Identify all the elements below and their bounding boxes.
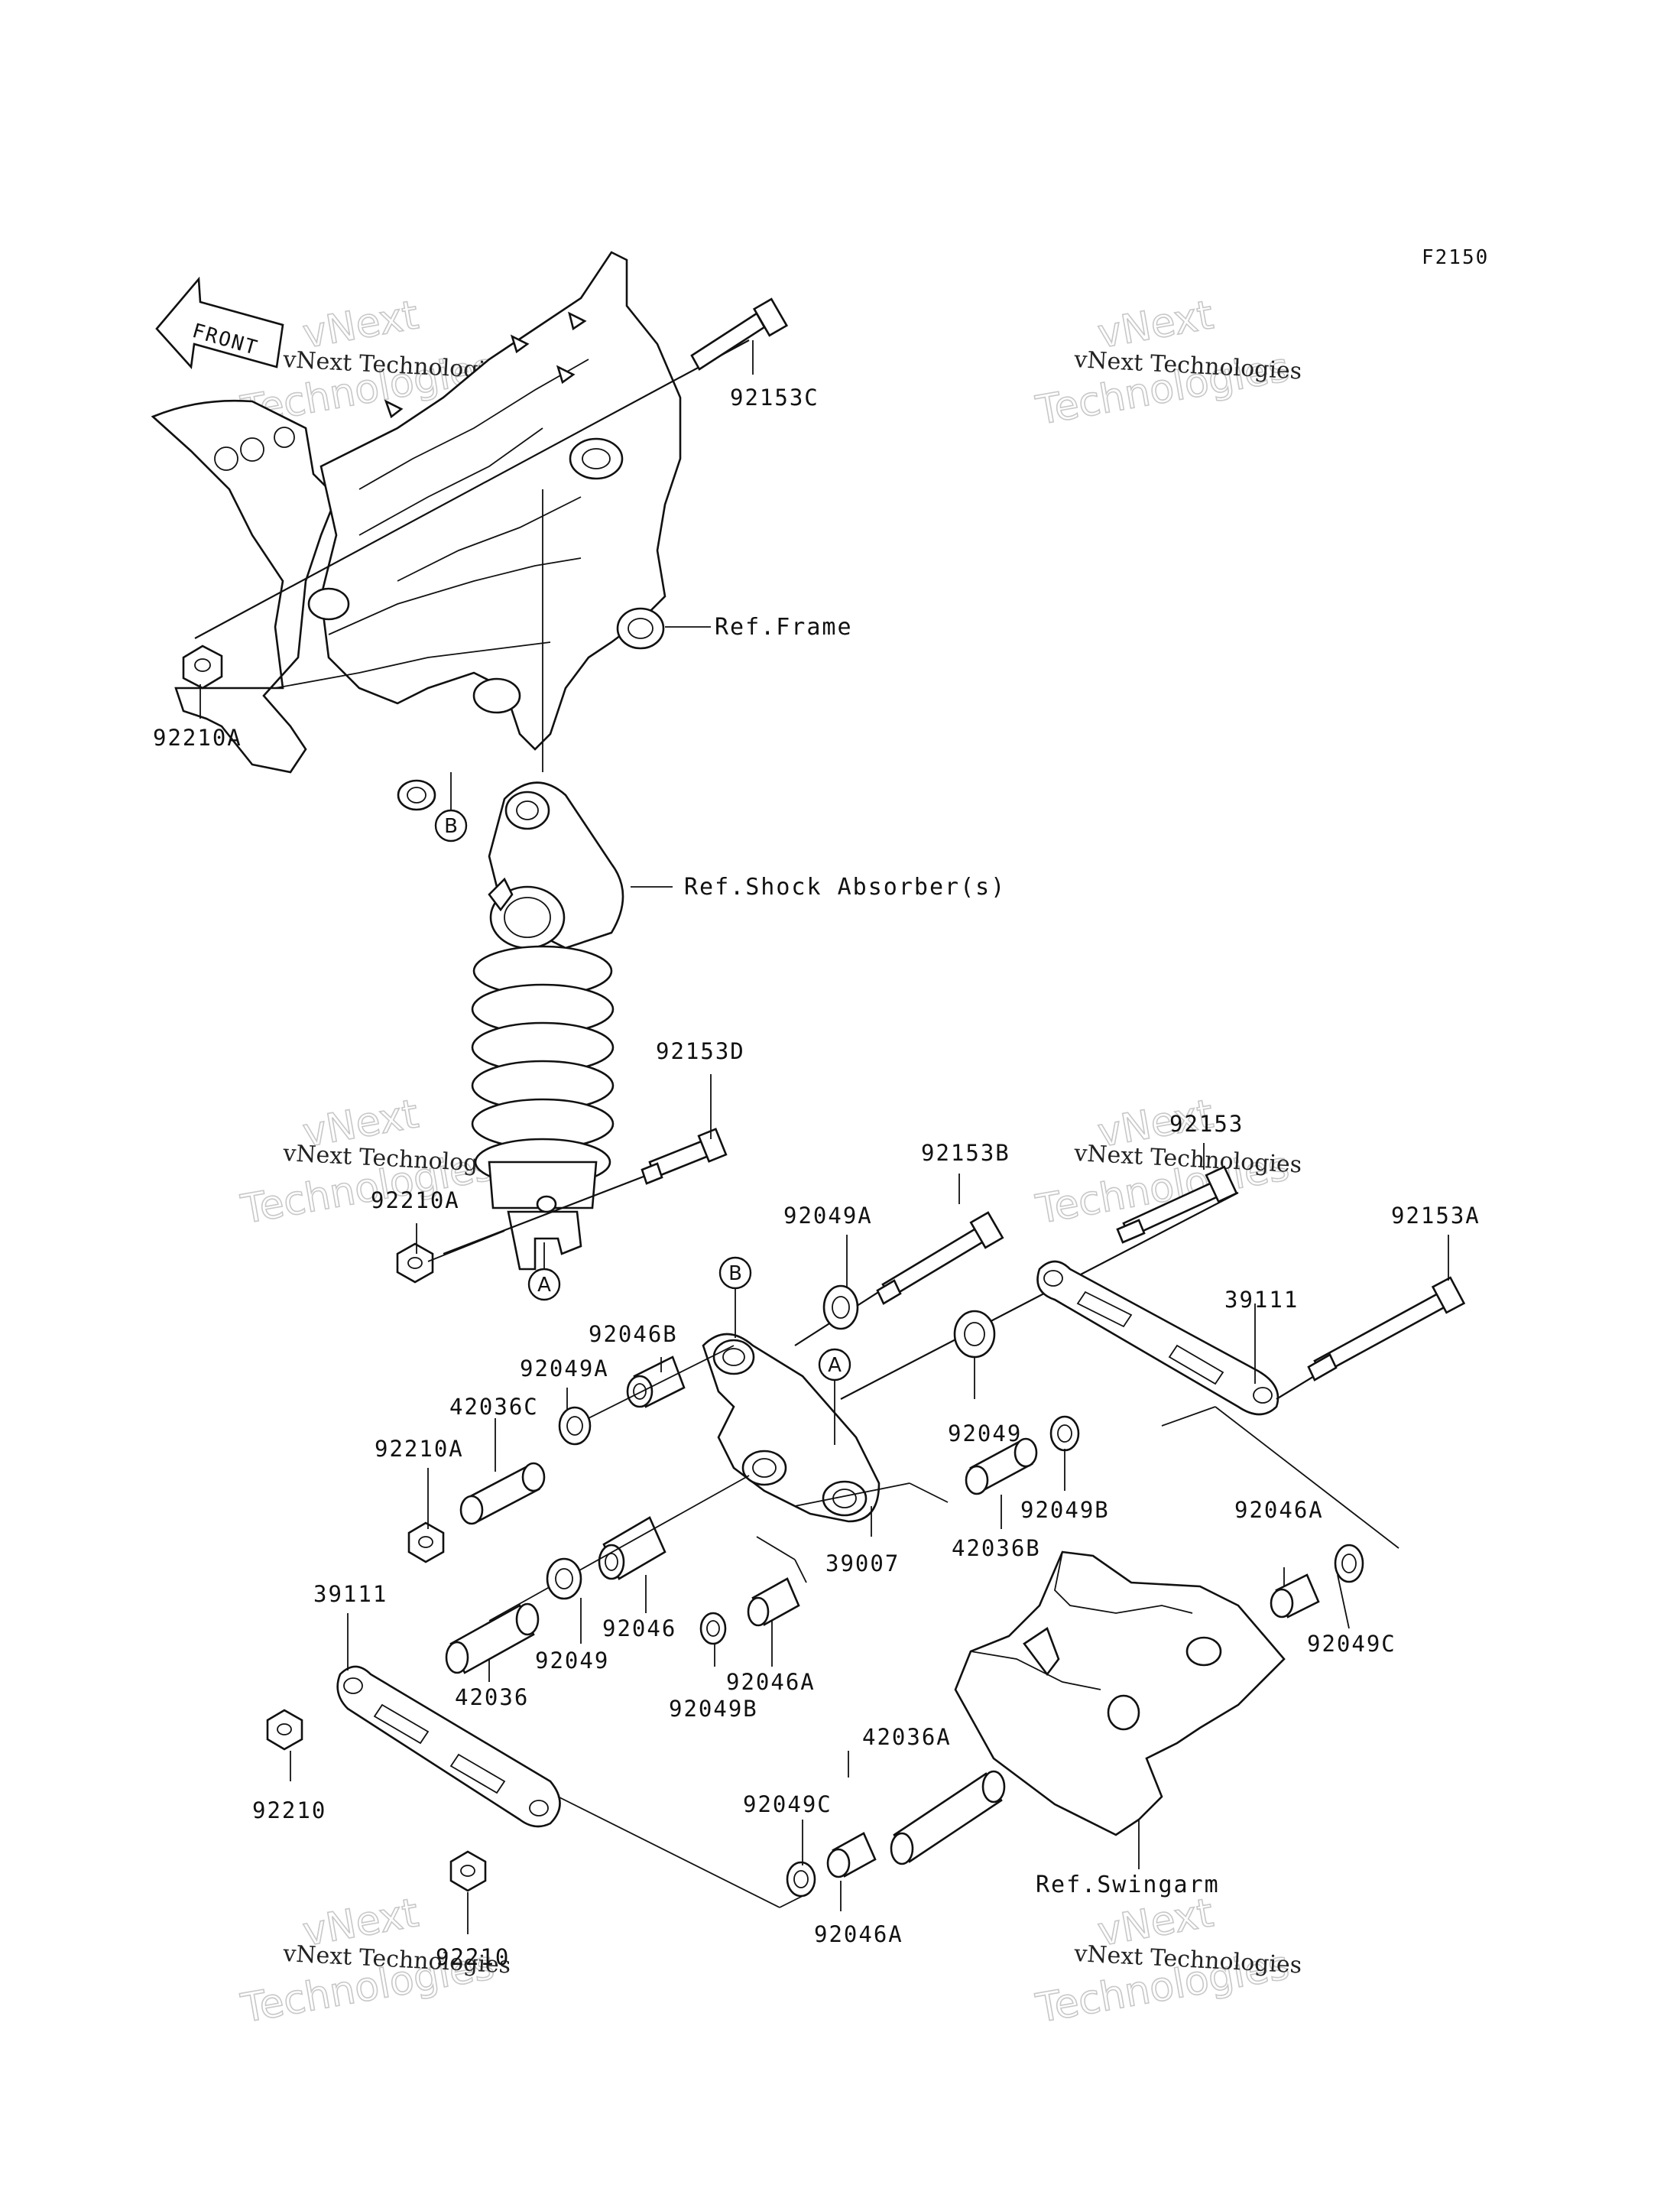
tie-rod-39111-right (1036, 1260, 1279, 1416)
label-92153d: 92153D (656, 1038, 745, 1064)
label-92046a-mid: 92046A (726, 1669, 816, 1695)
label-92046: 92046 (602, 1615, 676, 1641)
label-92049b-lower: 92049B (669, 1696, 758, 1722)
bolt-92153c (194, 297, 789, 639)
nut-92210-left (266, 1709, 303, 1751)
collar-42036 (445, 1602, 540, 1674)
label-42036a: 42036A (862, 1724, 952, 1750)
swingarm-drawing (954, 1550, 1286, 1836)
label-92049b-upper: 92049B (1020, 1497, 1110, 1523)
collar-42036c (459, 1462, 546, 1525)
label-92046b: 92046B (589, 1321, 678, 1347)
svg-text:B: B (444, 815, 458, 838)
frame-drawing (151, 251, 682, 811)
nut-92210a-shock (396, 1242, 434, 1284)
label-92049a-upper: 92049A (783, 1203, 873, 1229)
rocker-39007 (702, 1333, 881, 1523)
ref-frame-label: Ref.Frame (715, 614, 853, 641)
label-92049c-bottom: 92049C (743, 1791, 832, 1817)
watermark-top-right: vNext Technologies vNext Technologies (1032, 292, 1302, 435)
bolt-92153a (1276, 1276, 1466, 1400)
front-arrow-icon: FRONT (155, 276, 284, 369)
label-92153b: 92153B (921, 1140, 1010, 1166)
label-92153a: 92153A (1391, 1203, 1481, 1229)
collar-42036b (965, 1437, 1038, 1495)
label-42036b: 42036B (952, 1535, 1041, 1561)
label-92049a-lower: 92049A (520, 1355, 609, 1381)
shock-absorber-drawing (471, 489, 624, 1271)
bolt-92153b (794, 1211, 1004, 1346)
label-92049c-right: 92049C (1307, 1631, 1396, 1657)
bushing-92046a-mid (747, 1577, 800, 1627)
washer-92049a-lower (558, 1406, 592, 1446)
bushing-92046b (580, 1345, 735, 1423)
label-92210-bottom: 92210 (436, 1944, 510, 1970)
marker-a-rocker: A (818, 1348, 851, 1381)
label-92046a-bottom: 92046A (814, 1921, 903, 1947)
label-92210a-shock: 92210A (371, 1187, 460, 1213)
label-39111-left: 39111 (313, 1581, 388, 1607)
label-39111-right: 39111 (1224, 1287, 1299, 1313)
bolt-92153d (443, 1128, 728, 1255)
svg-text:B: B (728, 1262, 742, 1285)
label-92046a-right: 92046A (1234, 1497, 1324, 1523)
bolt-92153 (840, 1165, 1239, 1400)
label-39007: 39007 (825, 1550, 900, 1576)
label-92210a-lower: 92210A (375, 1436, 464, 1462)
watermark-bottom-right: vNext Technologies vNext Technologies (1032, 1890, 1302, 2033)
label-92049-left: 92049 (535, 1648, 609, 1674)
nut-92210a-top (182, 644, 223, 690)
svg-text:A: A (537, 1274, 551, 1297)
collar-42036a (890, 1770, 1006, 1865)
marker-b-frame: B (434, 809, 468, 843)
ref-shock-absorber-label: Ref.Shock Absorber(s) (684, 874, 1006, 901)
label-92210a-top: 92210A (153, 725, 242, 751)
washer-92049c-right (1334, 1544, 1364, 1583)
label-42036c: 42036C (449, 1394, 539, 1420)
bushing-92046 (488, 1475, 750, 1622)
label-42036: 42036 (455, 1684, 529, 1710)
washer-92049-left (546, 1557, 582, 1600)
nut-92210a-lower (407, 1521, 445, 1563)
label-92153: 92153 (1169, 1111, 1244, 1137)
ref-swingarm-label: Ref.Swingarm (1036, 1872, 1220, 1898)
bushing-92046a-right (1270, 1573, 1320, 1618)
label-92210-left: 92210 (252, 1797, 326, 1823)
label-92049-right: 92049 (948, 1420, 1022, 1446)
washer-92049b-lower (699, 1612, 727, 1645)
washer-92049-right (953, 1310, 996, 1359)
washer-92049b-upper (1049, 1415, 1080, 1452)
bushing-92046a-bottom (826, 1832, 877, 1878)
label-92153c: 92153C (730, 385, 819, 411)
washer-92049c-bottom (786, 1861, 816, 1898)
washer-92049a-upper (822, 1284, 859, 1330)
leader-lines (199, 340, 1449, 1934)
marker-a-shock: A (527, 1268, 561, 1301)
figure-id: F2150 (1422, 246, 1489, 269)
nut-92210-bottom (449, 1850, 487, 1892)
marker-b-rocker: B (718, 1256, 752, 1290)
svg-text:A: A (828, 1354, 842, 1377)
tie-rod-39111-left (336, 1665, 561, 1828)
